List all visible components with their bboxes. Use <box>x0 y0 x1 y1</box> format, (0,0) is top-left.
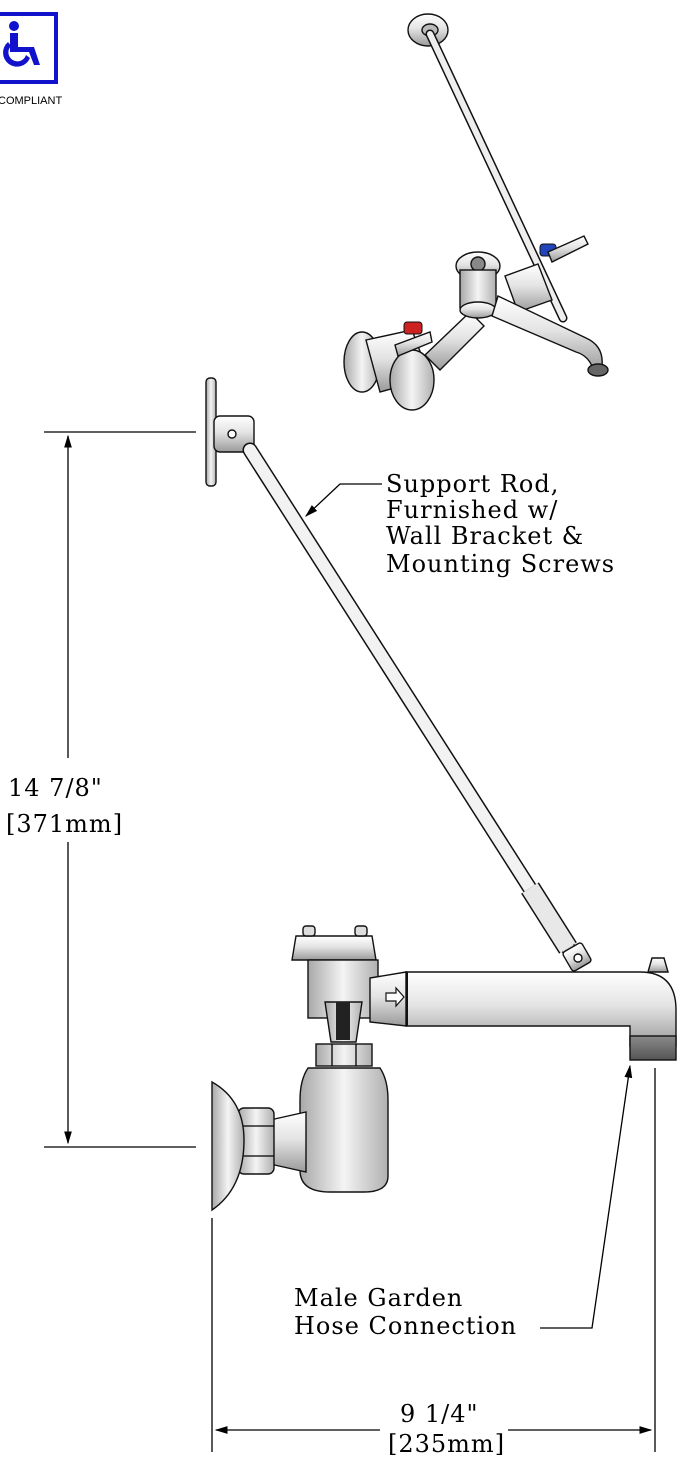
flow-arrow-icon <box>385 986 405 1008</box>
hex-nut <box>315 1043 373 1067</box>
wall-flange <box>211 1080 245 1212</box>
height-dimension: 14 7/8" [371mm] <box>6 431 196 1148</box>
support-rod-label-line-4: Mounting Screws <box>386 550 615 578</box>
valve-body <box>299 1067 389 1193</box>
faucet-isometric-view <box>343 13 609 411</box>
iso-spout <box>491 295 603 374</box>
spout <box>405 971 677 1047</box>
iso-hot-handle-cap <box>403 321 423 335</box>
faucet-side-view <box>205 377 677 1212</box>
width-dimension: 9 1/4" [235mm] <box>211 1068 656 1458</box>
vacuum-breaker-cap <box>291 935 377 961</box>
support-rod-label-line-2: Furnished w/ <box>386 496 558 524</box>
hose-connection-label-line-1: Male Garden <box>294 1284 463 1312</box>
height-metric: [371mm] <box>6 810 123 838</box>
ada-badge-label: COMPLIANT <box>0 95 62 107</box>
support-rod-callout: Support Rod, Furnished w/ Wall Bracket &… <box>305 470 615 578</box>
width-metric: [235mm] <box>388 1430 505 1458</box>
support-rod-label-line-3: Wall Bracket & <box>386 522 584 550</box>
width-imperial: 9 1/4" <box>400 1400 479 1428</box>
wheelchair-accessibility-icon <box>3 21 40 67</box>
height-imperial: 14 7/8" <box>8 774 103 802</box>
support-rod-label-line-1: Support Rod, <box>386 470 559 498</box>
ada-badge: COMPLIANT <box>0 12 62 107</box>
hose-connection-callout: Male Garden Hose Connection <box>294 1064 633 1340</box>
hose-connection-label-line-2: Hose Connection <box>294 1312 517 1340</box>
